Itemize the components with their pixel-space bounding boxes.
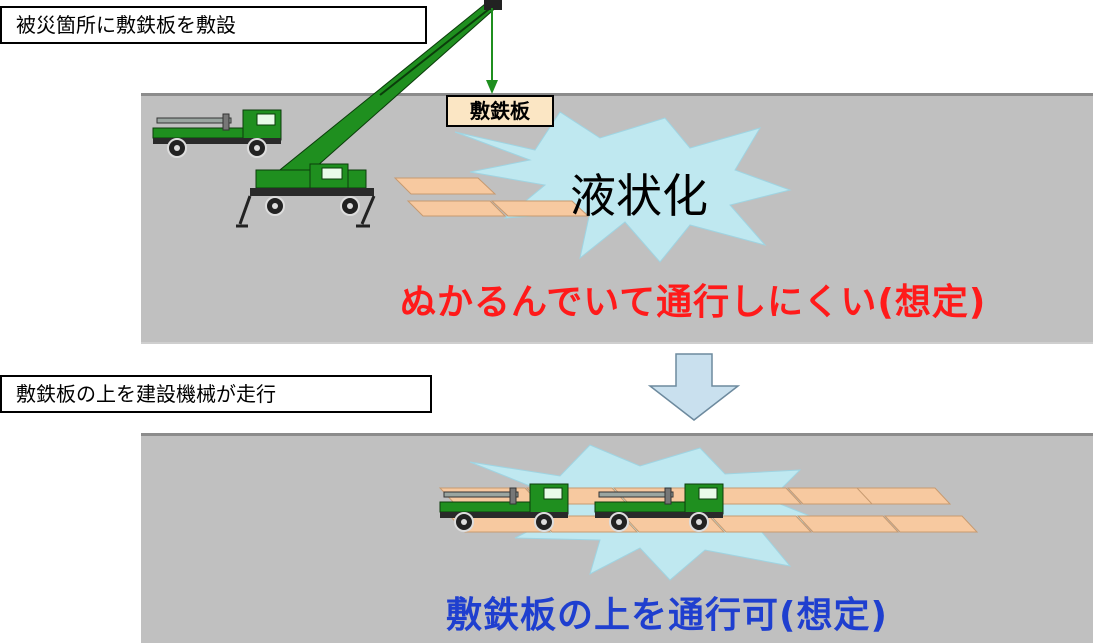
cargo-truck-icon: [152, 109, 282, 158]
steel-plate-tag: 敷鉄板: [446, 95, 554, 127]
crane-truck-icon: [236, 0, 502, 228]
steel-plate-icon: [393, 177, 590, 217]
impassable-note: ぬかるんでいて通行しにくい(想定): [400, 282, 987, 323]
liquefaction-label: 液状化: [570, 169, 708, 223]
down-arrow-icon: [647, 353, 741, 421]
passable-note: 敷鉄板の上を通行可(想定): [446, 595, 888, 636]
step2-caption: 敷鉄板の上を建設機械が走行: [0, 375, 432, 413]
burst-icon: [454, 111, 792, 263]
step1-caption: 被災箇所に敷鉄板を敷設: [0, 6, 427, 44]
